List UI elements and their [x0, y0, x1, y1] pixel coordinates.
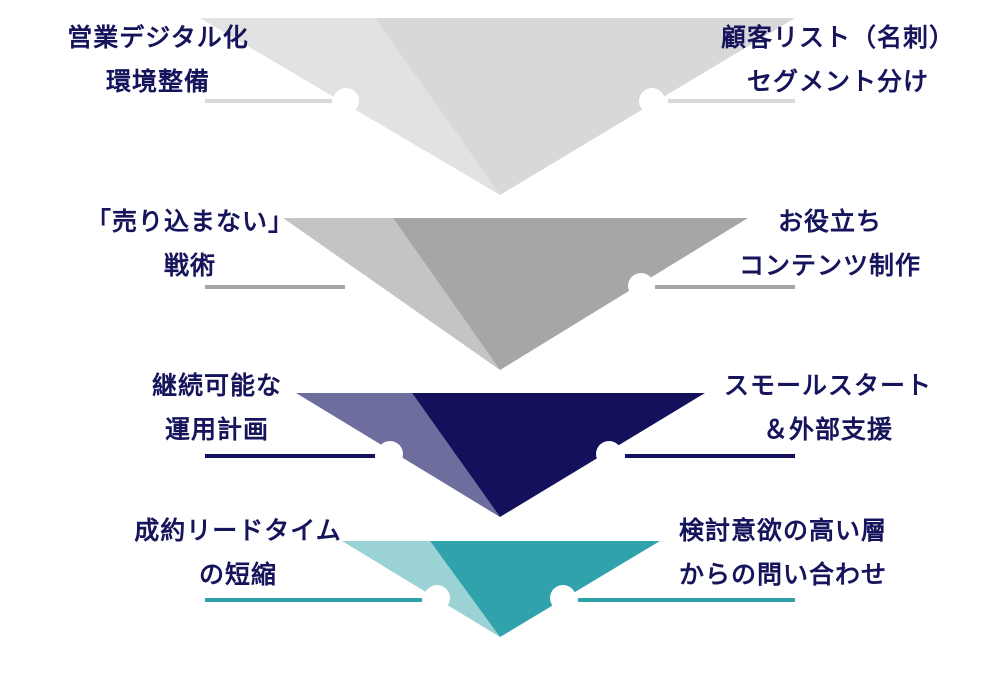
label-line: 検討意欲の高い層 [678, 516, 887, 545]
label-line: の短縮 [198, 560, 277, 589]
layer-3-right-facet [412, 393, 705, 517]
label-line: 「売り込まない」 [85, 207, 294, 236]
layer-1-left-label: 営業デジタル化 環境整備 [28, 16, 288, 104]
label-line: 戦術 [163, 251, 216, 280]
layer-2-left-label: 「売り込まない」 戦術 [60, 200, 320, 288]
layer-1-left-node [333, 88, 359, 114]
label-line: 運用計画 [164, 415, 269, 444]
layer-2-left-facet [283, 218, 500, 370]
label-line: 営業デジタル化 [67, 23, 249, 52]
layer-3-left-label: 継続可能な 運用計画 [87, 364, 347, 452]
funnel-layer-3 [205, 393, 795, 517]
layer-1-right-label: 顧客リスト（名刺） セグメント分け [708, 16, 968, 104]
layer-4-left-facet [342, 541, 500, 637]
label-line: 成約リードタイム [134, 516, 342, 545]
funnel-layer-1 [200, 18, 795, 195]
layer-2-left-node [345, 273, 371, 299]
label-line: スモールスタート [723, 371, 932, 400]
layer-3-right-node [596, 441, 622, 467]
layer-4-left-node [424, 585, 450, 611]
funnel-layer-4 [205, 541, 795, 637]
layer-3-right-label: スモールスタート ＆外部支援 [698, 364, 958, 452]
label-line: ＆外部支援 [762, 415, 893, 444]
layer-2-right-facet [393, 218, 748, 370]
layer-2-right-label: お役立ち コンテンツ制作 [700, 200, 960, 288]
layer-4-right-label: 検討意欲の高い層 からの問い合わせ [653, 509, 913, 597]
layer-2-right-node [628, 273, 654, 299]
label-line: 継続可能な [151, 371, 282, 400]
layer-1-right-facet [375, 18, 795, 195]
label-line: 環境整備 [105, 67, 210, 96]
layer-4-right-node [550, 585, 576, 611]
label-line: セグメント分け [746, 67, 929, 96]
funnel-layer-2 [205, 218, 795, 370]
label-line: お役立ち [777, 207, 882, 236]
layer-1-right-node [639, 88, 665, 114]
label-line: コンテンツ制作 [738, 251, 921, 280]
layer-4-left-label: 成約リードタイム の短縮 [108, 509, 368, 597]
layer-3-left-node [377, 441, 403, 467]
label-line: 顧客リスト（名刺） [720, 23, 955, 52]
label-line: からの問い合わせ [678, 560, 887, 589]
layer-4-right-facet [430, 541, 660, 637]
